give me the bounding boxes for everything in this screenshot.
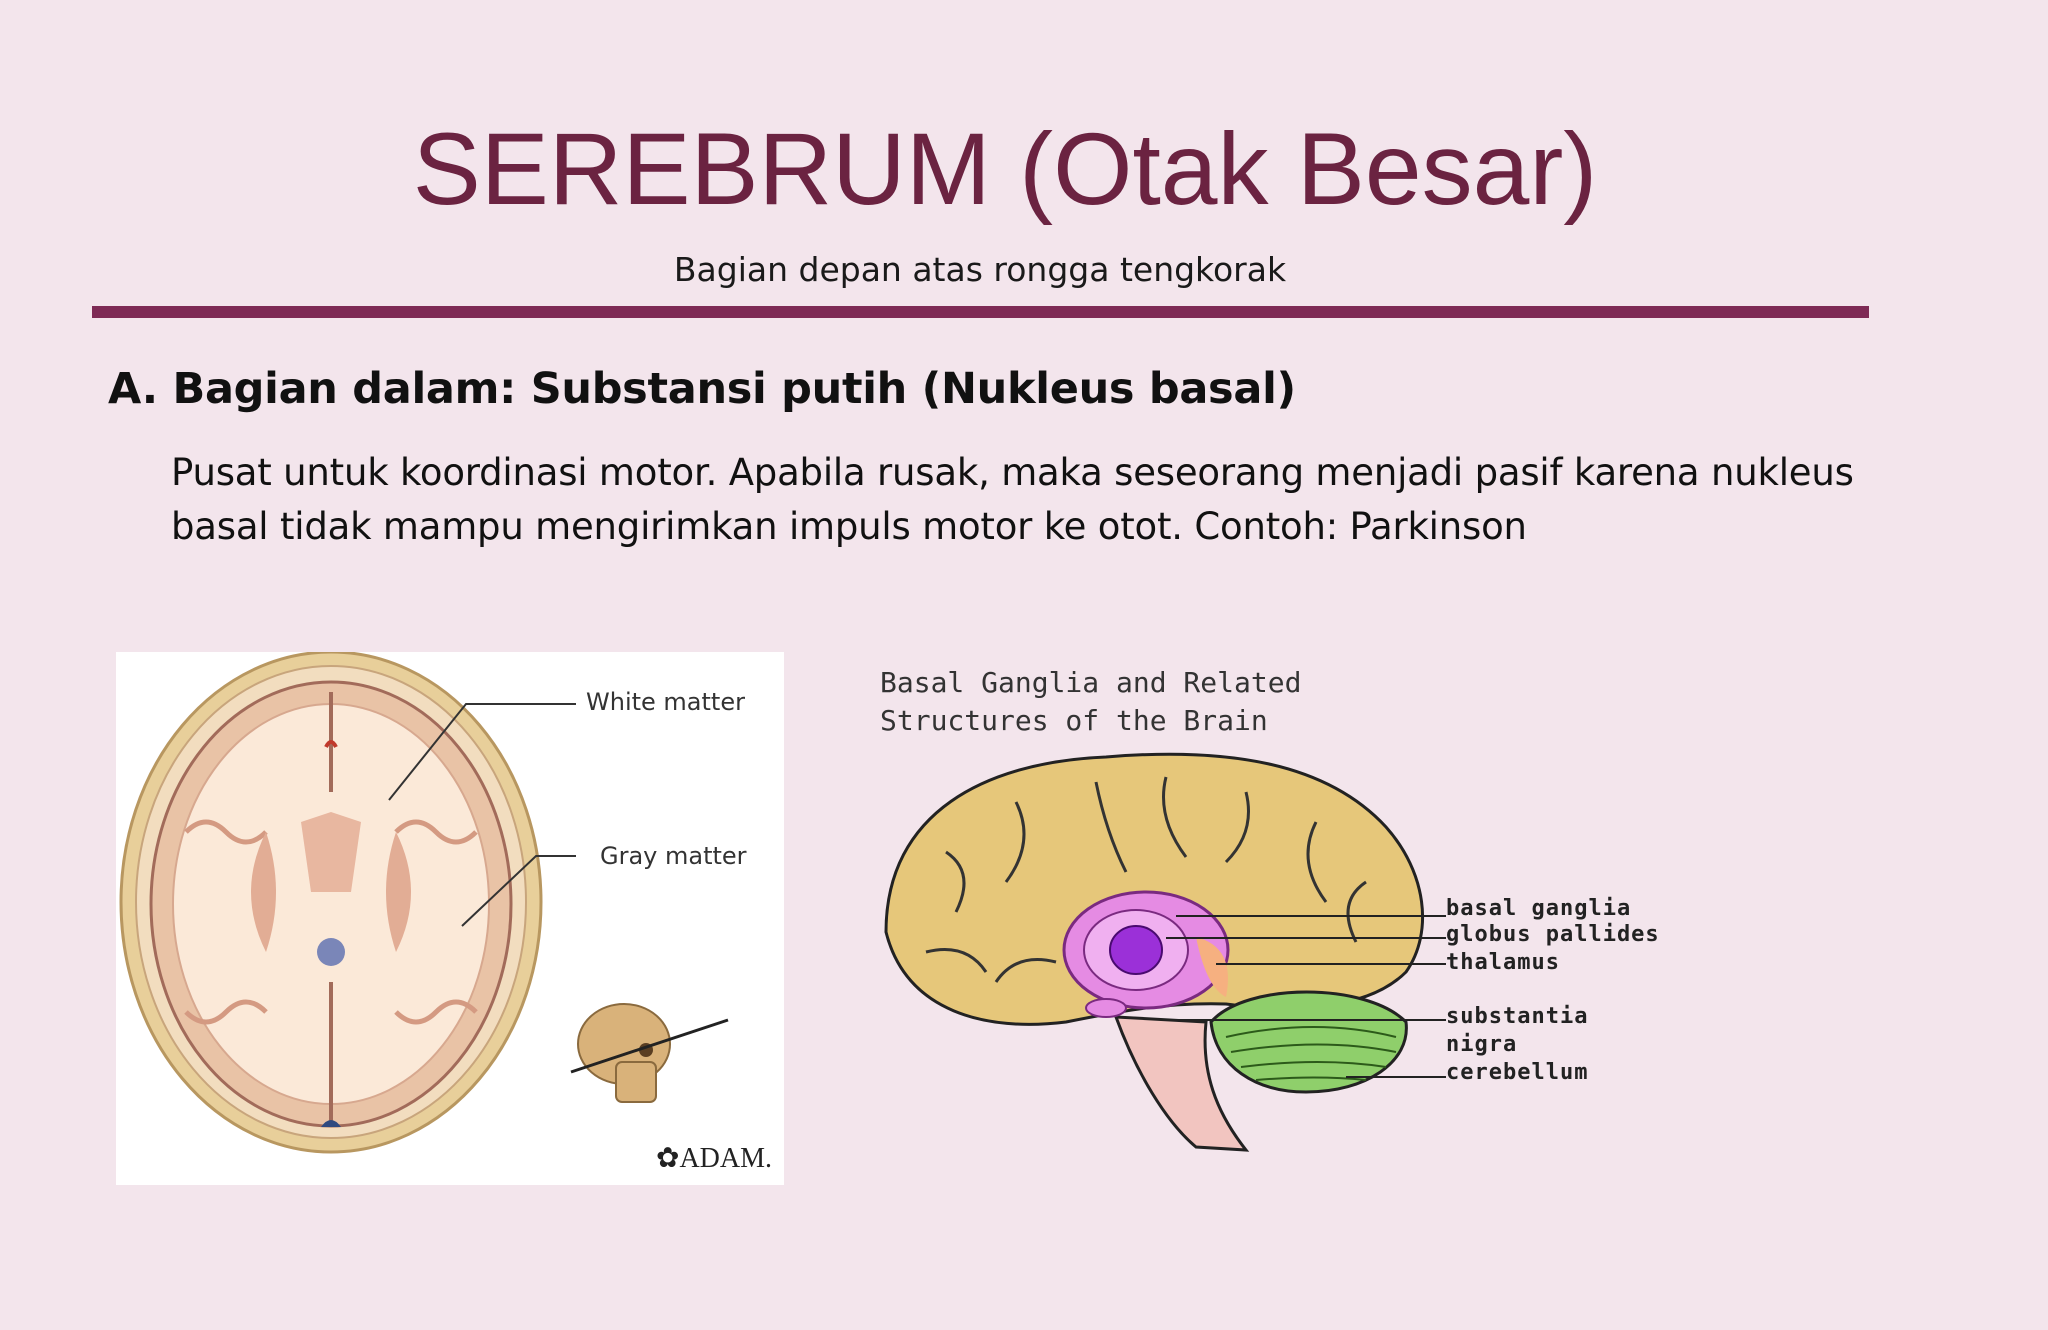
body-line-1: Pusat untuk koordinasi motor. Apabila ru… [171, 451, 1854, 494]
sagittal-brain-drawing [884, 752, 1446, 1152]
label-globus-pallides: globus pallides [1446, 922, 1660, 947]
caption-line-1: Basal Ganglia and Related [880, 666, 1302, 699]
label-cerebellum: cerebellum [1446, 1060, 1589, 1085]
slide-subtitle: Bagian depan atas rongga tengkorak [673, 250, 1287, 289]
adam-leaf-icon: ✿ [655, 1143, 680, 1174]
label-thalamus: thalamus [1446, 950, 1560, 975]
label-nigra: nigra [1446, 1032, 1518, 1057]
label-white-matter: White matter [586, 688, 745, 716]
basal-ganglia-illustration: Basal Ganglia and Related Structures of … [866, 652, 1686, 1172]
axial-brain-illustration: White matter Gray matter ✿ADAM. [116, 652, 784, 1185]
axial-brain-drawing [119, 652, 729, 1154]
skull-icon [570, 1003, 729, 1103]
caption-line-2: Structures of the Brain [880, 704, 1268, 737]
label-substantia: substantia [1446, 1004, 1589, 1029]
adam-credit-text: ADAM. [679, 1143, 772, 1174]
label-basal-ganglia: basal ganglia [1446, 896, 1632, 921]
label-gray-matter: Gray matter [600, 842, 747, 870]
body-line-2: basal tidak mampu mengirimkan impuls mot… [171, 505, 1527, 548]
title-divider [92, 306, 1869, 318]
figure-caption: Basal Ganglia and Related Structures of … [880, 664, 1301, 740]
slide-title: SEREBRUM (Otak Besar) [412, 112, 1598, 226]
body-paragraph: Pusat untuk koordinasi motor. Apabila ru… [171, 446, 1891, 554]
adam-credit: ✿ADAM. [656, 1141, 772, 1175]
section-heading: A. Bagian dalam: Substansi putih (Nukleu… [108, 364, 1296, 414]
